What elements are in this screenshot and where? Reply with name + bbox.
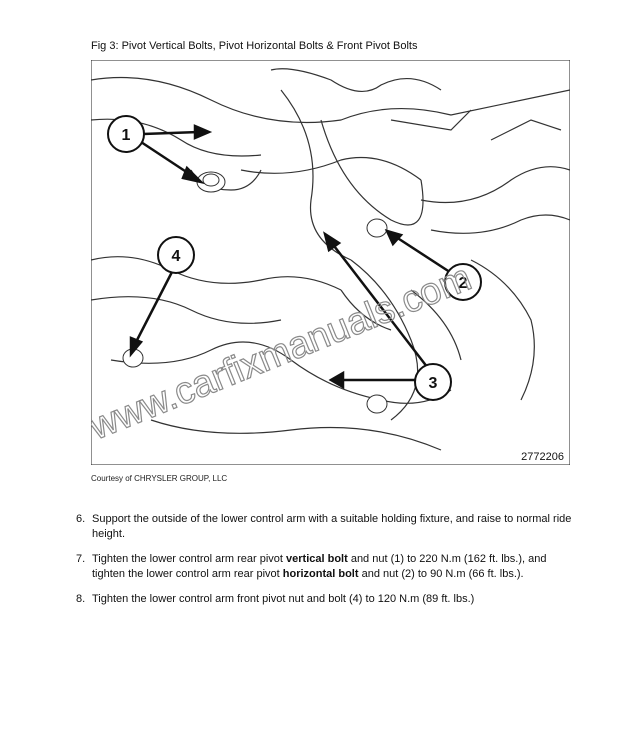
bolts-art — [122, 171, 388, 414]
step-7: 7. Tighten the lower control arm rear pi… — [76, 552, 576, 582]
callout-4-label: 4 — [172, 248, 181, 265]
step-number: 6. — [76, 513, 86, 525]
step-number: 8. — [76, 593, 86, 605]
callout-arrows — [129, 124, 460, 390]
step-text: Tighten the lower control arm front pivo… — [92, 592, 474, 607]
callout-1: 1 — [107, 115, 145, 153]
step-text-part: Tighten the lower control arm rear pivot — [92, 553, 287, 565]
step-text: Support the outside of the lower control… — [92, 512, 576, 542]
callout-3: 3 — [414, 363, 452, 401]
suspension-figure: 1 2 3 4 www.carfixmanuals.com 2772206 — [91, 60, 570, 465]
step-text-part: Tighten the lower control arm front pivo… — [92, 593, 475, 605]
callout-2-label: 2 — [459, 275, 468, 292]
callout-3-label: 3 — [429, 375, 438, 392]
step-8: 8. Tighten the lower control arm front p… — [76, 592, 576, 607]
procedure-steps: 6. Support the outside of the lower cont… — [76, 512, 576, 617]
figure-caption: Fig 3: Pivot Vertical Bolts, Pivot Horiz… — [91, 40, 418, 52]
callout-4: 4 — [157, 236, 195, 274]
image-number: 2772206 — [521, 451, 564, 463]
step-number: 7. — [76, 553, 86, 565]
line-art — [91, 68, 570, 451]
step-6: 6. Support the outside of the lower cont… — [76, 512, 576, 542]
step-text-part: Support the outside of the lower control… — [92, 513, 572, 540]
step-text-part: and nut (2) to 90 N.m (66 ft. lbs.). — [358, 568, 524, 580]
callout-1-label: 1 — [122, 127, 131, 144]
callout-2: 2 — [444, 263, 482, 301]
step-text-bold: horizontal bolt — [282, 568, 359, 580]
suspension-illustration: 1 2 3 4 www.carfixmanuals.com 2772206 — [91, 60, 570, 465]
step-text: Tighten the lower control arm rear pivot… — [92, 552, 576, 582]
step-text-part: and nut (1) to 220 N.m (162 ft. lbs.), a… — [92, 553, 547, 580]
step-text-bold: vertical bolt — [286, 553, 348, 565]
courtesy-note: Courtesy of CHRYSLER GROUP, LLC — [91, 474, 228, 483]
